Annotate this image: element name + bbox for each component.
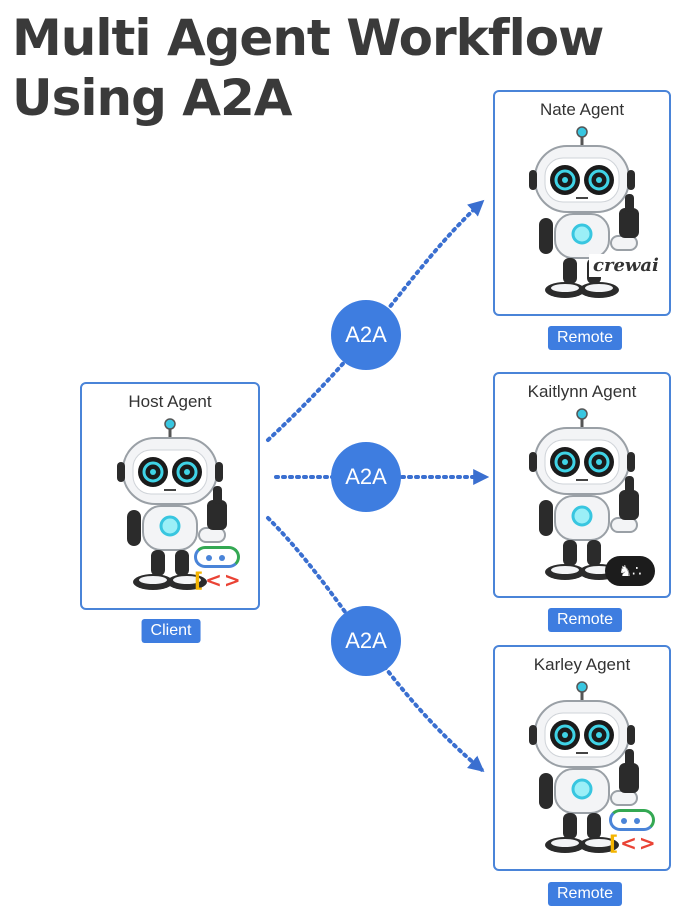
karley-agent-card: Karley Agent [<> [493, 645, 671, 871]
a2a-label-karley: A2A [331, 606, 401, 676]
robot-illustration [507, 681, 657, 866]
a2a-label-kaitlynn: A2A [331, 442, 401, 512]
nate-agent-card: Nate Agent crewai [493, 90, 671, 316]
langgraph-logo: ♞∴ [605, 556, 655, 586]
a2a-label-nate: A2A [331, 300, 401, 370]
kaitlynn-agent-name: Kaitlynn Agent [527, 382, 637, 401]
crewai-logo: crewai [589, 254, 663, 277]
robot-illustration [95, 418, 245, 603]
google-adk-logo: [<> [194, 546, 243, 591]
robot-illustration [507, 408, 657, 593]
karley-agent-name: Karley Agent [533, 655, 631, 674]
robot-illustration [507, 126, 657, 311]
client-badge: Client [141, 619, 201, 643]
page-title: Multi Agent Workflow Using A2A [12, 8, 604, 128]
title-line-1: Multi Agent Workflow [12, 9, 604, 67]
karley-remote-badge: Remote [547, 882, 623, 906]
kaitlynn-remote-badge: Remote [547, 608, 623, 632]
nate-agent-name: Nate Agent [539, 100, 625, 119]
host-agent-name: Host Agent [128, 392, 212, 411]
nate-remote-badge: Remote [547, 326, 623, 350]
title-line-2: Using A2A [12, 69, 292, 127]
google-adk-logo: [<> [609, 809, 658, 854]
host-agent-card: Host Agent [<> [80, 382, 260, 610]
kaitlynn-agent-card: Kaitlynn Agent ♞∴ [493, 372, 671, 598]
